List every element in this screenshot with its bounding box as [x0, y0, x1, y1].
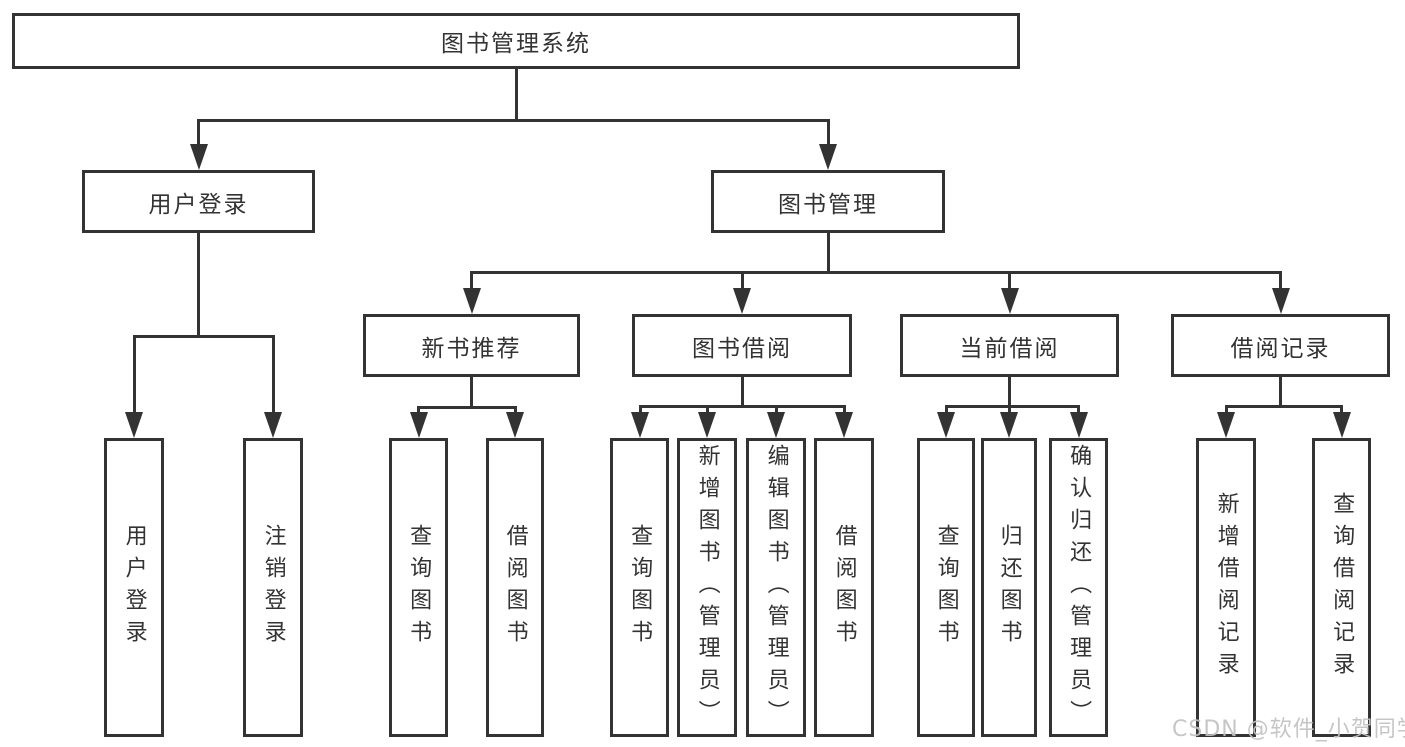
arrow-down-icon	[189, 144, 208, 170]
connector-arrow-stem	[826, 119, 830, 160]
leaf-query-books-1: 查询图书	[389, 438, 448, 737]
arrow-down-icon	[462, 288, 481, 314]
node-borrowing-records: 借阅记录	[1171, 314, 1390, 377]
node-current-borrowing-label: 当前借阅	[959, 335, 1060, 362]
arrow-down-icon	[125, 412, 143, 438]
leaf-query-borrow-record: 查询借阅记录	[1312, 438, 1371, 737]
connector-arrow-stem	[197, 119, 200, 160]
leaf-query-books-3: 查询图书	[917, 438, 975, 737]
connector-arrow-stem	[740, 271, 744, 304]
arrow-down-icon	[409, 412, 428, 438]
csdn-watermark: CSDN @软件_小贺同学	[1172, 717, 1405, 742]
node-book-borrowing-label: 图书借阅	[692, 335, 792, 362]
connector-arrow-stem	[1279, 271, 1282, 304]
connector-line-vertical	[740, 377, 744, 408]
node-root-library-system-label: 图书管理系统	[441, 31, 591, 57]
connector-line-vertical	[1279, 377, 1282, 408]
arrow-down-icon	[1217, 412, 1235, 438]
arrow-down-icon	[733, 288, 751, 314]
connector-line-horizontal	[944, 405, 1080, 408]
arrow-down-icon	[506, 412, 524, 438]
leaf-add-borrow-record-label: 新增借阅记录	[1213, 491, 1239, 684]
connector-line-horizontal	[470, 271, 1282, 274]
leaf-confirm-return-admin: 确认归还（管理员）	[1049, 438, 1108, 737]
node-borrowing-records-label: 借阅记录	[1230, 335, 1331, 362]
arrow-down-icon	[1000, 288, 1019, 314]
connector-arrow-stem	[271, 335, 275, 428]
leaf-return-books: 归还图书	[981, 438, 1037, 737]
node-root-library-system: 图书管理系统	[12, 13, 1020, 69]
leaf-borrow-books-1: 借阅图书	[486, 438, 544, 737]
leaf-logout: 注销登录	[243, 438, 303, 737]
node-user-login-label: 用户登录	[148, 191, 249, 218]
node-new-book-recommend-label: 新书推荐	[421, 335, 522, 362]
arrow-down-icon	[698, 412, 716, 438]
node-current-borrowing: 当前借阅	[900, 314, 1119, 377]
arrow-down-icon	[264, 412, 282, 438]
leaf-query-books-1-label: 查询图书	[406, 523, 432, 652]
connector-arrow-stem	[132, 335, 136, 428]
leaf-logout-label: 注销登录	[260, 523, 286, 652]
leaf-borrow-books-2-label: 借阅图书	[831, 523, 857, 652]
leaf-query-books-2-label: 查询图书	[627, 523, 653, 652]
leaf-query-books-2: 查询图书	[610, 438, 669, 737]
arrow-down-icon	[835, 412, 853, 438]
arrow-down-icon	[1000, 412, 1018, 438]
leaf-borrow-books-2: 借阅图书	[814, 438, 874, 737]
arrow-down-icon	[767, 412, 785, 438]
arrow-down-icon	[1332, 412, 1351, 438]
leaf-user-login: 用户登录	[104, 438, 164, 737]
connector-line-vertical	[514, 69, 518, 122]
connector-line-horizontal	[638, 405, 846, 408]
connector-line-horizontal	[417, 406, 517, 409]
connector-line-horizontal	[197, 119, 830, 122]
node-book-borrowing: 图书借阅	[632, 314, 852, 377]
leaf-borrow-books-1-label: 借阅图书	[502, 523, 528, 652]
leaf-confirm-return-admin-label: 确认归还（管理员）	[1066, 443, 1092, 732]
leaf-add-borrow-record: 新增借阅记录	[1196, 438, 1256, 737]
node-book-management: 图书管理	[711, 170, 945, 233]
leaf-query-borrow-record-label: 查询借阅记录	[1329, 491, 1355, 684]
connector-line-horizontal	[132, 335, 275, 338]
leaf-edit-books-admin: 编辑图书（管理员）	[746, 438, 806, 737]
leaf-edit-books-admin-label: 编辑图书（管理员）	[763, 443, 789, 732]
arrow-down-icon	[1271, 288, 1290, 314]
arrow-down-icon	[819, 144, 837, 170]
connector-arrow-stem	[470, 271, 473, 304]
leaf-user-login-label: 用户登录	[121, 523, 147, 652]
connector-line-vertical	[470, 377, 473, 409]
connector-line-vertical	[826, 233, 830, 274]
node-book-management-label: 图书管理	[778, 191, 878, 218]
leaf-add-books-admin: 新增图书（管理员）	[677, 438, 737, 737]
node-user-login: 用户登录	[82, 170, 315, 233]
connector-line-vertical	[1008, 377, 1011, 408]
arrow-down-icon	[1069, 412, 1088, 438]
arrow-down-icon	[631, 412, 649, 438]
connector-arrow-stem	[1008, 271, 1011, 304]
leaf-add-books-admin-label: 新增图书（管理员）	[694, 443, 720, 732]
node-new-book-recommend: 新书推荐	[363, 314, 580, 377]
connector-line-horizontal	[1224, 405, 1343, 408]
leaf-return-books-label: 归还图书	[996, 523, 1022, 652]
leaf-query-books-3-label: 查询图书	[933, 523, 959, 652]
arrow-down-icon	[937, 412, 955, 438]
connector-line-vertical	[197, 233, 200, 338]
